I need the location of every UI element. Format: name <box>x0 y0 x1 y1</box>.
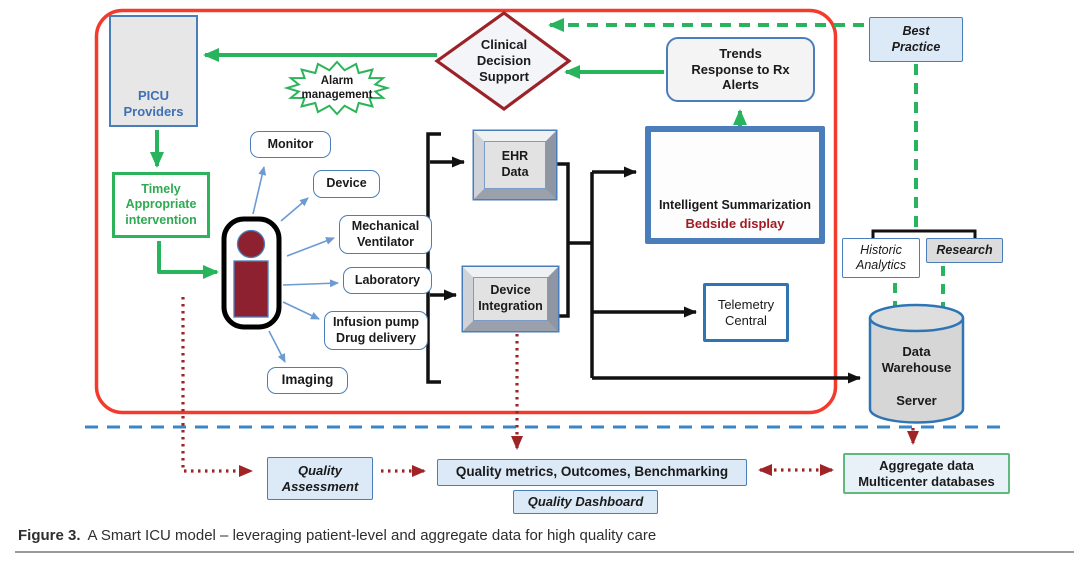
arrow-patient-to-laboratory <box>282 279 339 288</box>
device-box: Device <box>313 170 380 198</box>
clinical-decision-support-label: Clinical Decision Support <box>476 37 532 84</box>
intelligent-summarization-label: Intelligent Summarization <box>658 198 812 213</box>
quality-metrics-box: Quality metrics, Outcomes, Benchmarking <box>437 459 747 486</box>
arrow-patient-to-infusion <box>282 301 320 320</box>
device-integration-box: Device Integration <box>463 267 558 331</box>
figure-caption-label: Figure 3. <box>18 527 81 544</box>
telemetry-central-box: Telemetry Central <box>703 283 789 342</box>
icu-boundary-border <box>94 8 838 415</box>
arrow-patient-to-monitor <box>252 166 267 215</box>
laboratory-box: Laboratory <box>343 267 432 294</box>
timely-intervention-box: Timely Appropriate intervention <box>112 172 210 238</box>
quality-assessment-box: Quality Assessment <box>267 457 373 500</box>
caption-divider-line <box>15 551 1074 553</box>
trends-response-box: Trends Response to Rx Alerts <box>666 37 815 102</box>
server-label: Server <box>896 393 937 409</box>
figure-caption: Figure 3. A Smart ICU model – leveraging … <box>18 527 656 544</box>
alarm-starburst-shape <box>283 60 391 116</box>
arrow-patientside-to-quality-assessment-dotted <box>181 297 253 477</box>
quality-dashboard-box: Quality Dashboard <box>513 490 658 514</box>
aggregate-data-box: Aggregate data Multicenter databases <box>843 453 1010 494</box>
historic-analytics-box: Historic Analytics <box>842 238 920 278</box>
decision-diamond-shape <box>434 11 572 111</box>
best-practice-box: Best Practice <box>869 17 963 62</box>
picu-providers-label: PICU Providers <box>123 88 184 119</box>
arrow-patient-to-ventilator <box>286 237 335 257</box>
picu-providers-box <box>109 15 198 127</box>
infusion-pump-box: Infusion pump Drug delivery <box>324 311 428 350</box>
patient-icon <box>221 216 282 330</box>
imaging-box: Imaging <box>267 367 348 394</box>
alarm-management-label: Alarm management <box>301 74 373 101</box>
bracket-data-outputs <box>552 162 570 318</box>
database-cylinder-icon <box>868 303 965 424</box>
research-box: Research <box>926 238 1003 263</box>
bracket-device-sources <box>426 132 441 384</box>
ehr-data-box: EHR Data <box>474 131 556 199</box>
bedside-display-box <box>645 126 825 244</box>
bracket-historic-research <box>871 229 977 240</box>
figure-caption-text: A Smart ICU model – leveraging patient-l… <box>87 527 657 544</box>
arrow-patient-to-imaging <box>268 330 286 363</box>
arrow-patient-to-device <box>280 197 309 222</box>
monitor-box: Monitor <box>250 131 331 158</box>
mechanical-ventilator-box: Mechanical Ventilator <box>339 215 432 254</box>
bedside-display-label: Bedside display <box>685 215 785 231</box>
data-warehouse-label: Data Warehouse <box>881 344 952 375</box>
arrow-intervention-to-patient <box>157 241 219 279</box>
